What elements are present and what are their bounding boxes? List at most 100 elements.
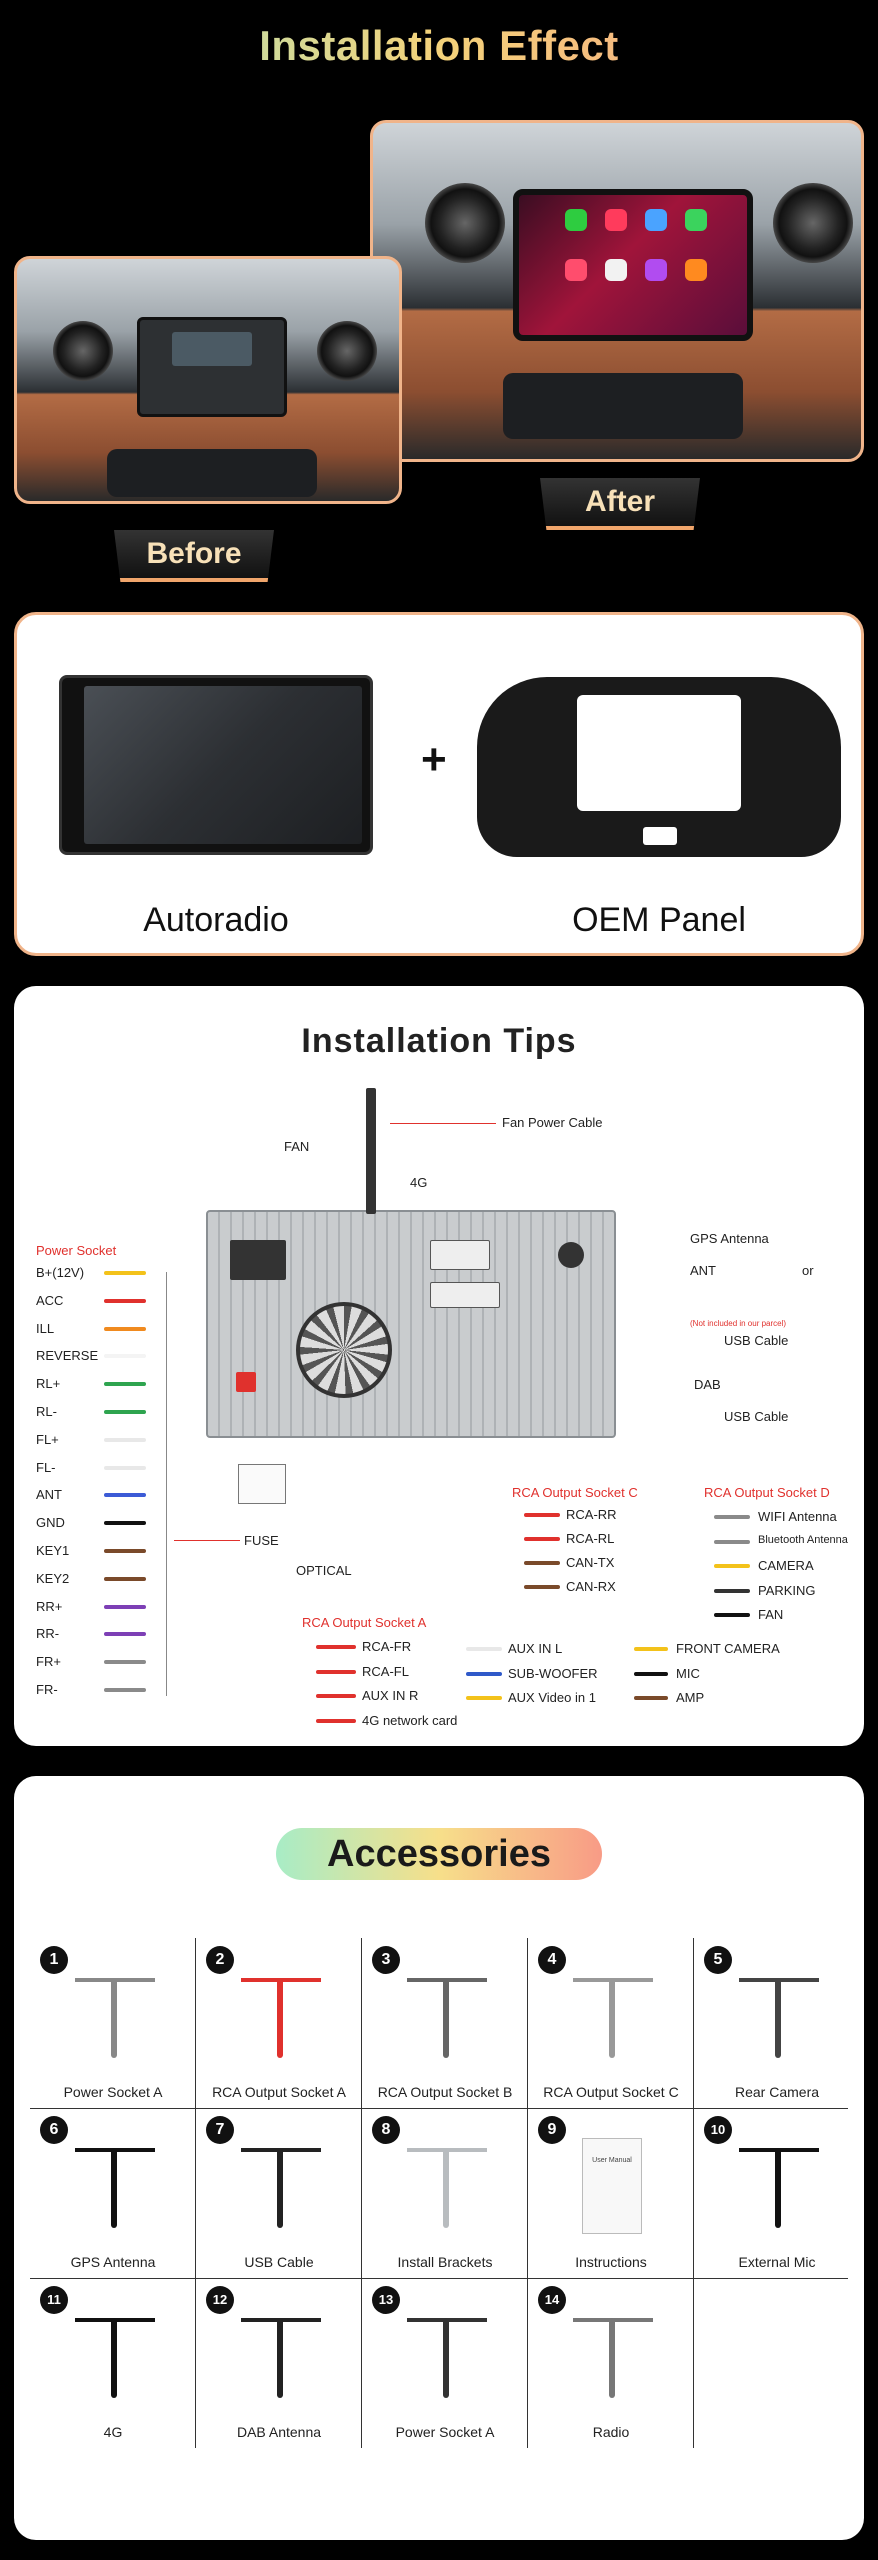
ant-label: ANT (690, 1263, 716, 1278)
power-pin-label: KEY1 (36, 1543, 70, 1558)
power-pin-label: KEY2 (36, 1570, 70, 1586)
stock-radio-display (172, 332, 252, 366)
power-pin-wire (104, 1521, 146, 1526)
rca-a-item: 4G network card (362, 1712, 458, 1728)
accessory-number: 1 (40, 1946, 68, 1974)
power-pin-label: RR- (36, 1626, 60, 1642)
rca-a-item: RCA-FL (362, 1663, 409, 1679)
accessory-label: GPS Antenna (70, 2254, 156, 2270)
power-pin-label: FL- (36, 1459, 56, 1475)
stock-radio-unit (137, 317, 287, 417)
accessory-cable-icon (775, 2148, 781, 2228)
climate-panel (107, 449, 317, 497)
power-pin-label: FL+ (36, 1431, 59, 1447)
cooling-fan-icon (296, 1302, 392, 1398)
installation-effect-title: Installation Effect (0, 22, 878, 70)
accessory-image (739, 2138, 819, 2238)
antenna-port (558, 1242, 584, 1268)
power-pin-label: FR+ (36, 1654, 61, 1670)
accessory-cable-icon (277, 2318, 283, 2398)
fan-label: FAN (284, 1139, 310, 1154)
power-pin-wire (104, 1271, 146, 1275)
rca-c-wire (524, 1513, 560, 1517)
now-playing-app-icon (565, 259, 587, 281)
dab-label: DAB (694, 1377, 721, 1392)
power-pin-wire (104, 1549, 146, 1553)
rca-d-item: CAMERA (758, 1558, 814, 1573)
usb-cable-label-1: USB Cable (724, 1333, 789, 1348)
power-pin-label: RR+ (36, 1598, 63, 1614)
accessory-number: 12 (206, 2286, 234, 2314)
rca-a-wire (316, 1669, 356, 1674)
accessory-cable-icon (277, 2148, 283, 2228)
aux-wire (466, 1696, 502, 1700)
accessory-cable-icon (443, 2318, 449, 2398)
power-pin-wire (104, 1465, 146, 1470)
hazard-slot (643, 827, 677, 845)
rca-d-wire (714, 1515, 750, 1519)
aux-wire (466, 1671, 502, 1676)
optical-label: OPTICAL (296, 1563, 352, 1578)
manual-title: User Manual (592, 2157, 632, 2164)
accessory-image (241, 2138, 321, 2238)
accessory-image (407, 2138, 487, 2238)
accessory-image (407, 1968, 487, 2068)
accessories-row-divider (30, 2108, 848, 2109)
accessory-image: User Manual (582, 2138, 642, 2234)
camera-item: AMP (676, 1690, 705, 1705)
rca-a-item: AUX IN R (362, 1688, 419, 1703)
accessory-number: 7 (206, 2116, 234, 2144)
accessory-label: RCA Output Socket A (212, 2084, 346, 2100)
power-pin-wire (104, 1354, 146, 1359)
accessory-image (573, 2308, 653, 2408)
right-vent (317, 321, 377, 381)
oem-panel-label: OEM Panel (572, 901, 746, 939)
accessory-label: Install Brackets (397, 2254, 493, 2270)
aux-item: AUX IN L (508, 1641, 563, 1656)
camera-wire (634, 1647, 668, 1651)
rca-d-item: Bluetooth Antenna (758, 1533, 848, 1546)
accessory-number: 13 (372, 2286, 400, 2314)
rca-c-title: RCA Output Socket C (512, 1485, 638, 1500)
accessory-image (739, 1968, 819, 2068)
accessory-number: 10 (704, 2116, 732, 2144)
accessory-label: Power Socket A (63, 2084, 163, 2100)
rca-a-wire (316, 1645, 356, 1649)
fan-power-cable-label: Fan Power Cable (502, 1115, 603, 1130)
power-pin-wire (104, 1576, 146, 1581)
accessory-image (573, 1968, 653, 2068)
gps-antenna-label: GPS Antenna (690, 1231, 769, 1246)
power-pin-wire (104, 1410, 146, 1414)
accessory-number: 3 (372, 1946, 400, 1974)
accessory-cable-icon (111, 2148, 117, 2228)
rca-d-wire (714, 1539, 750, 1544)
power-pin-label: B+(12V) (36, 1265, 85, 1280)
camera-item: FRONT CAMERA (676, 1641, 780, 1656)
accessory-number: 5 (704, 1946, 732, 1974)
rca-d-item: PARKING (758, 1582, 816, 1598)
accessory-cable-icon (277, 1978, 283, 2058)
accessory-number: 9 (538, 2116, 566, 2144)
accessory-label: USB Cable (244, 2254, 314, 2270)
podcasts-app-icon (645, 259, 667, 281)
oem-panel-image (477, 677, 841, 857)
left-vent (53, 321, 113, 381)
accessory-cable-icon (111, 1978, 117, 2058)
accessory-number: 11 (40, 2286, 68, 2314)
power-pin-label: ANT (36, 1487, 62, 1503)
power-pin-label: ILL (36, 1320, 55, 1336)
edc-app-icon (605, 259, 627, 281)
rca-d-wire (714, 1613, 750, 1617)
aux-item: SUB-WOOFER (508, 1665, 598, 1681)
usb-cable-label-2: USB Cable (724, 1409, 789, 1424)
rca-d-item: FAN (758, 1607, 784, 1622)
accessory-cable-icon (609, 2318, 615, 2398)
